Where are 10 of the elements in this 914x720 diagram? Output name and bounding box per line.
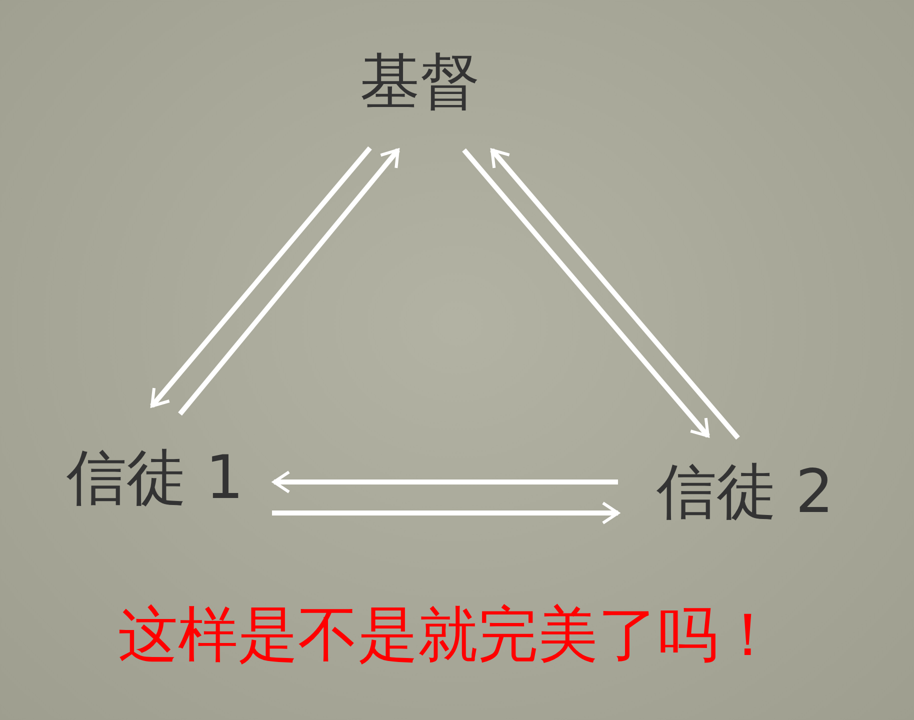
arrow bbox=[150, 146, 372, 408]
arrow bbox=[272, 502, 620, 524]
arrow bbox=[490, 148, 740, 440]
arrow bbox=[272, 470, 618, 494]
node-label: 基督 bbox=[360, 52, 480, 112]
node-label: 信徒 2 bbox=[656, 462, 834, 522]
note-text: 这样是不是就完美了吗！ bbox=[118, 605, 778, 665]
arrow bbox=[178, 148, 400, 416]
arrow bbox=[462, 148, 710, 438]
node-label: 信徒 1 bbox=[66, 448, 244, 508]
